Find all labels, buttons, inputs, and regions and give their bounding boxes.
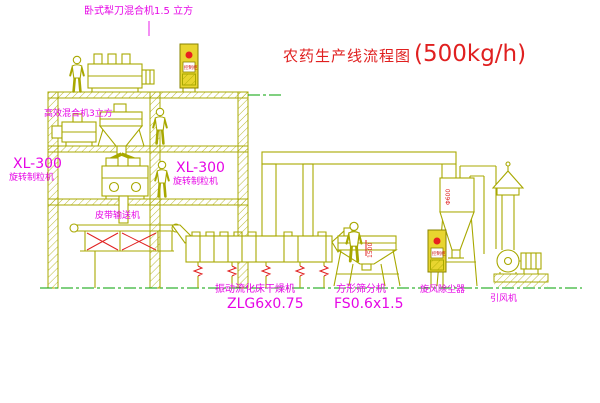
cyclone-dimension-text: Φ600 bbox=[445, 189, 452, 205]
granulator bbox=[101, 157, 149, 224]
diagram-title: 农药生产线流程图 (500kg/h) bbox=[283, 42, 526, 66]
ground-line bbox=[40, 94, 582, 289]
granulator-center-name-label: 旋转制粒机 bbox=[173, 177, 219, 187]
stack-cap-icon bbox=[491, 170, 525, 189]
sieve-dimension-text: 1500 bbox=[367, 243, 374, 258]
dryer-model-label: ZLG6x0.75 bbox=[227, 296, 304, 312]
top-mixer bbox=[87, 53, 155, 92]
granulator-center-model-label: XL-300 bbox=[176, 160, 225, 176]
person-figure-roof bbox=[68, 54, 86, 93]
cyclone-separator: Φ600 bbox=[436, 165, 497, 287]
granulator-left-name-label: 旋转制粒机 bbox=[9, 173, 55, 183]
fluid-bed-dryer bbox=[185, 230, 352, 288]
exhaust-ducting bbox=[261, 151, 457, 237]
square-sieve: 1500 bbox=[333, 227, 401, 287]
belt-conveyor bbox=[69, 223, 193, 288]
control-cabinet-bottom: 控制柜 bbox=[427, 229, 447, 288]
dryer-name-label: 振动流化床干燥机 bbox=[215, 284, 295, 295]
sieve-model-label: FS0.6x1.5 bbox=[334, 296, 404, 312]
floor-discharge-pipe bbox=[118, 195, 129, 224]
indicator-light-icon bbox=[185, 51, 193, 59]
cabinet-top-label: 控制柜 bbox=[184, 64, 198, 71]
diagram-capacity-text: (500kg/h) bbox=[414, 41, 527, 67]
building-structure bbox=[47, 91, 249, 289]
cyclone-label: 旋风除尘器 bbox=[420, 285, 466, 295]
fan-label: 引风机 bbox=[490, 294, 518, 304]
diagram-title-text: 农药生产线流程图 bbox=[283, 47, 412, 65]
top-mixer-label: 卧式犁刀混合机1.5 立方 bbox=[84, 6, 194, 17]
small-mixer bbox=[51, 113, 97, 146]
cabinet-bottom-label: 控制柜 bbox=[432, 250, 446, 257]
vibration-springs bbox=[192, 265, 330, 277]
mid-mixer-label: 高效混合机3立方 bbox=[44, 109, 113, 119]
granulator-left-model-label: XL-300 bbox=[13, 156, 62, 172]
sieve-name-label: 方形筛分机 bbox=[336, 284, 386, 295]
induced-draft-fan bbox=[491, 161, 549, 287]
indicator-light-icon bbox=[433, 237, 441, 245]
belt-conveyor-label: 皮带输送机 bbox=[95, 211, 141, 221]
cone-mixer bbox=[97, 103, 145, 155]
cross-bracing bbox=[86, 232, 157, 251]
control-cabinet-top: 控制柜 bbox=[179, 43, 199, 92]
